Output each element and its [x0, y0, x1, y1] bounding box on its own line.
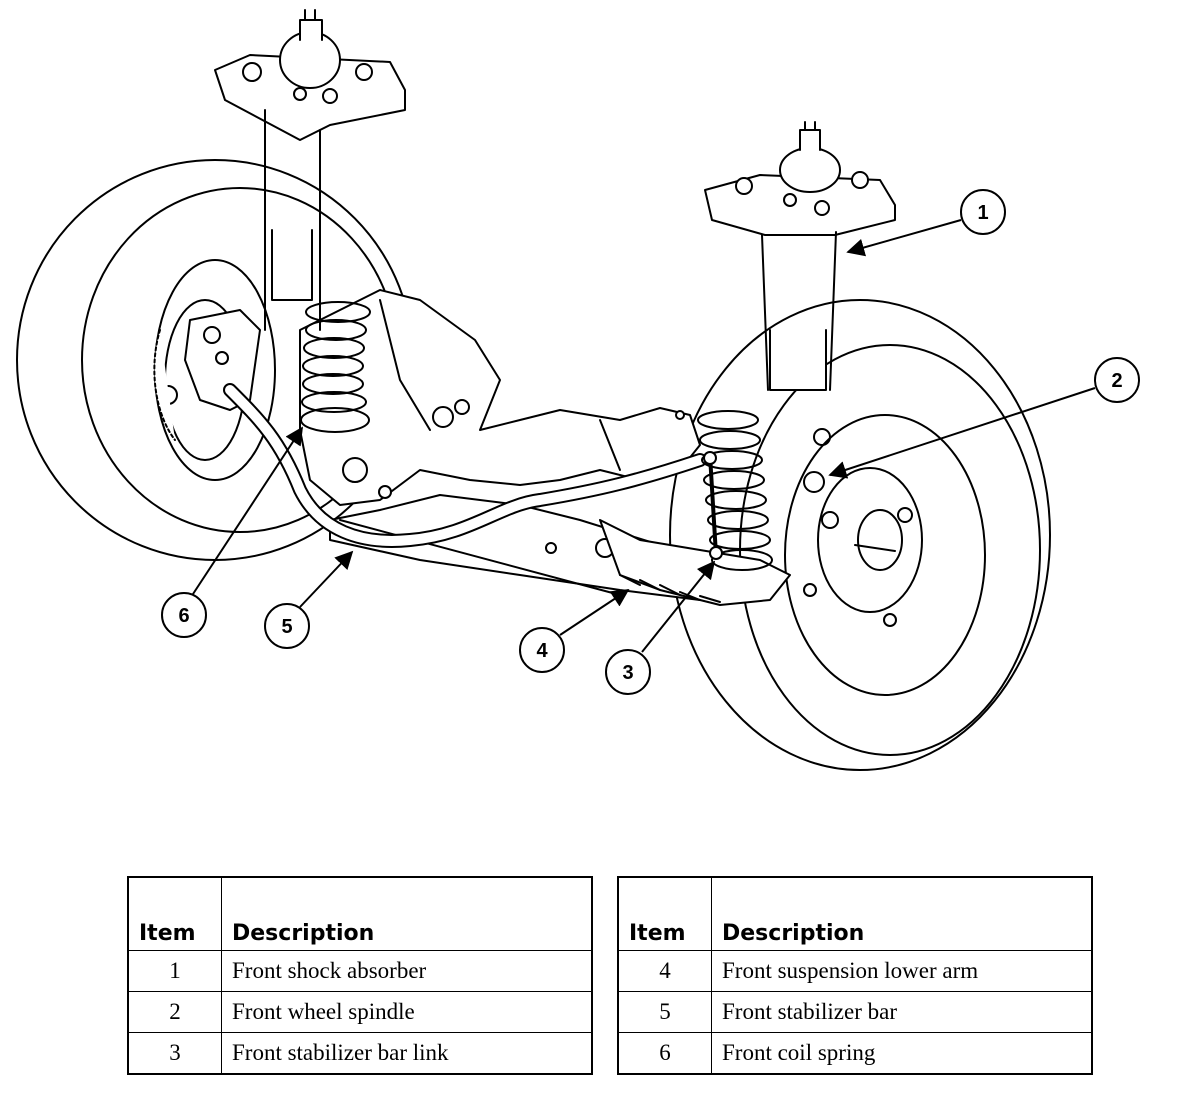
callout-label: 3	[622, 662, 633, 684]
right-coil-spring	[697, 410, 773, 571]
callout-6: 6	[161, 426, 303, 638]
callout-label: 2	[1111, 370, 1122, 392]
left-strut	[214, 9, 406, 331]
stabilizer-link	[703, 451, 723, 560]
callout-label: 5	[281, 616, 292, 638]
legend-row: 3 Front stabilizer bar link	[127, 1032, 593, 1075]
legend-item-description: Front stabilizer bar	[711, 991, 1093, 1033]
left-knuckle	[153, 309, 261, 441]
legend-table-right: Item Description 4 Front suspension lowe…	[617, 876, 1093, 1075]
right-strut	[704, 121, 896, 391]
right-tire	[669, 299, 1051, 771]
callout-2: 2	[828, 357, 1140, 479]
callout-label: 6	[178, 605, 189, 627]
callout-5: 5	[264, 550, 354, 649]
callout-label: 4	[536, 640, 548, 662]
stabilizer-bar	[223, 383, 707, 548]
legend-item-number: 1	[127, 950, 222, 992]
legend-item-number: 2	[127, 991, 222, 1033]
suspension-illustration: 1 2 3 4 5 6	[16, 9, 1140, 771]
legend-row: 2 Front wheel spindle	[127, 991, 593, 1033]
left-coil-spring	[300, 301, 371, 433]
description-column-header: Description	[711, 876, 1093, 951]
lower-arm	[599, 519, 791, 606]
legend-table-left: Item Description 1 Front shock absorber …	[127, 876, 593, 1075]
description-column-header: Description	[221, 876, 593, 951]
legend-item-number: 5	[617, 991, 712, 1033]
legend-item-number: 4	[617, 950, 712, 992]
item-column-header: Item	[127, 876, 222, 951]
legend-item-description: Front stabilizer bar link	[221, 1032, 593, 1075]
callout-4: 4	[519, 589, 630, 673]
legend-row: 5 Front stabilizer bar	[617, 991, 1093, 1033]
callout-1: 1	[846, 189, 1006, 257]
legend-item-number: 3	[127, 1032, 222, 1075]
callout-label: 1	[977, 202, 988, 224]
legend-row: 6 Front coil spring	[617, 1032, 1093, 1075]
callout-3: 3	[605, 560, 716, 695]
legend-header-row: Item Description	[617, 876, 1093, 951]
legend-item-description: Front shock absorber	[221, 950, 593, 992]
legend-item-description: Front wheel spindle	[221, 991, 593, 1033]
item-column-header: Item	[617, 876, 712, 951]
legend-item-description: Front suspension lower arm	[711, 950, 1093, 992]
legend-item-number: 6	[617, 1032, 712, 1075]
legend-header-row: Item Description	[127, 876, 593, 951]
legend-row: 1 Front shock absorber	[127, 950, 593, 992]
legend-row: 4 Front suspension lower arm	[617, 950, 1093, 992]
legend-item-description: Front coil spring	[711, 1032, 1093, 1075]
